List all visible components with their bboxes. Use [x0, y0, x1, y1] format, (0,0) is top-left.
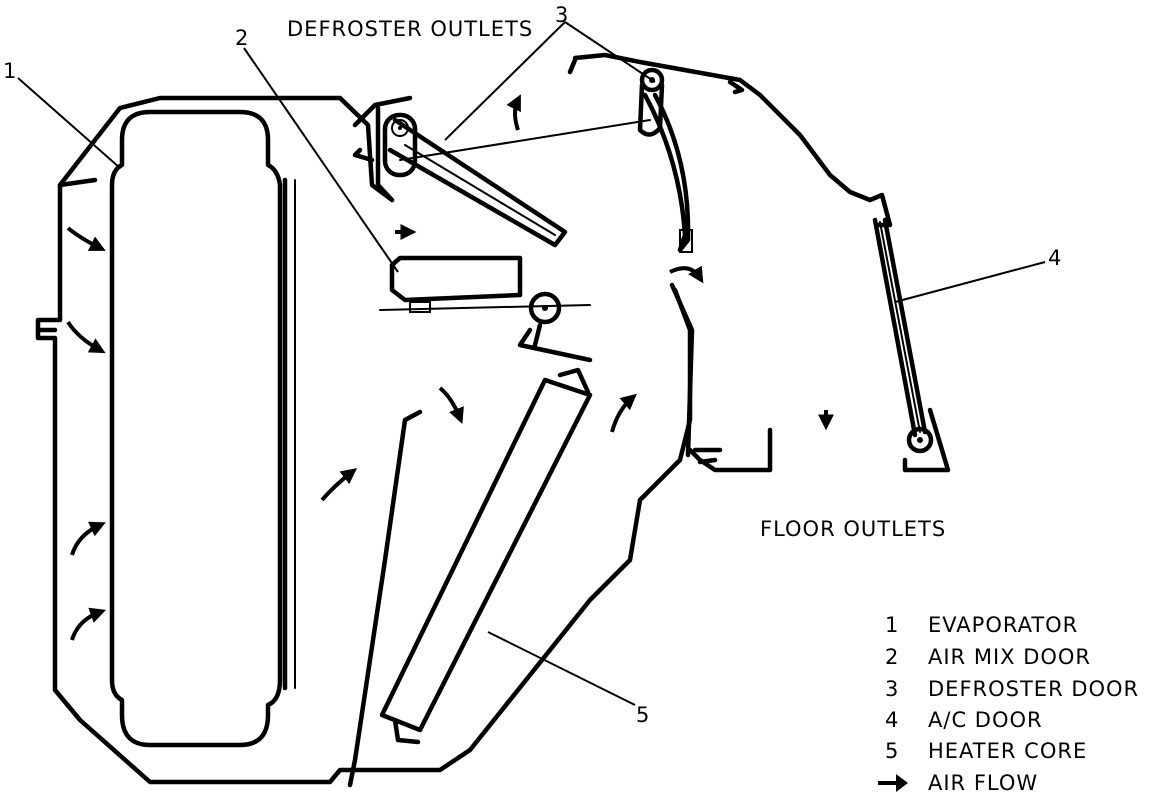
- defroster-door-left: [352, 95, 568, 248]
- callout-4: 4: [1048, 246, 1062, 270]
- airflow-arrows: [66, 94, 834, 641]
- legend-text-6: AIR FLOW: [928, 771, 1038, 795]
- housing-inner: [35, 177, 98, 333]
- housing-outline: [35, 95, 773, 785]
- callout-1: 1: [3, 59, 17, 83]
- legend-text-1: EVAPORATOR: [928, 613, 1078, 637]
- arrow-icon: [878, 774, 908, 792]
- callout-5: 5: [636, 703, 650, 727]
- heater-core: [379, 367, 593, 745]
- callout-3: 3: [555, 3, 569, 27]
- center-divider: [347, 409, 423, 788]
- callout-2: 2: [235, 26, 249, 50]
- legend-text-4: A/C DOOR: [928, 708, 1043, 732]
- legend-num-5: 5: [885, 739, 899, 763]
- legend-num-1: 1: [885, 613, 899, 637]
- legend-text-5: HEATER CORE: [928, 739, 1087, 763]
- floor-outlets-label: FLOOR OUTLETS: [760, 517, 946, 541]
- legend-num-3: 3: [885, 677, 899, 701]
- defroster-door-right: [399, 67, 693, 253]
- leader-lines: [17, 21, 1046, 706]
- legend-text-3: DEFROSTER DOOR: [928, 677, 1139, 701]
- legend-text-2: AIR MIX DOOR: [928, 645, 1091, 669]
- evaporator: [109, 109, 283, 748]
- air-mix-door: [379, 255, 593, 363]
- floor-vane: [669, 282, 723, 465]
- ac-door: [872, 217, 951, 473]
- legend-num-4: 4: [885, 708, 899, 732]
- right-housing: [572, 52, 893, 228]
- legend-num-2: 2: [885, 645, 899, 669]
- legend: 1 EVAPORATOR 2 AIR MIX DOOR 3 DEFROSTER …: [878, 613, 1139, 795]
- defroster-outlets-label: DEFROSTER OUTLETS: [287, 17, 533, 41]
